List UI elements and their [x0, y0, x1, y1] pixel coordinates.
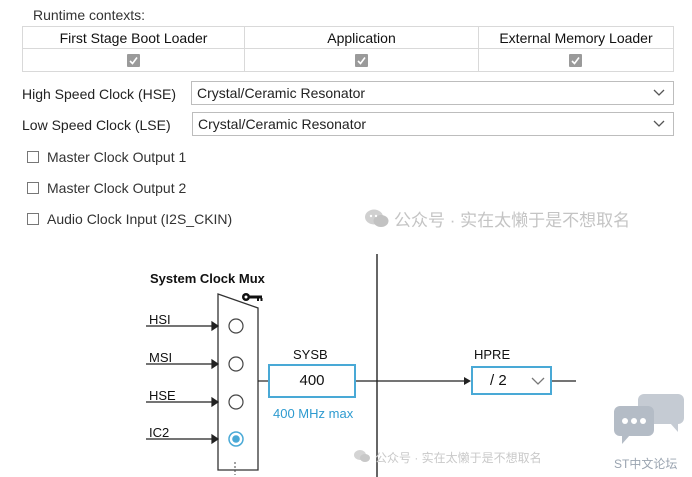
input-arrows [146, 320, 220, 445]
audio-clock-label: Audio Clock Input (I2S_CKIN) [47, 211, 233, 227]
mux-input-ic2: IC2 [149, 425, 170, 440]
mux-select-msi[interactable] [228, 356, 244, 372]
mux-radio-msi [228, 356, 244, 372]
chat-bubbles-icon [614, 394, 684, 444]
chevron-down-icon [653, 89, 665, 96]
runtime-col-header: First Stage Boot Loader [23, 27, 244, 49]
application-checkbox[interactable] [354, 54, 368, 67]
sysb-label: SYSB [293, 347, 328, 362]
mux-shape [217, 293, 259, 471]
mux-input-hse: HSE [149, 388, 176, 403]
hse-select-value: Crystal/Ceramic Resonator [197, 85, 366, 101]
mux-select-ic2[interactable] [228, 431, 244, 447]
ext-mem-loader-checkbox[interactable] [569, 54, 582, 67]
mco2-option[interactable]: Master Clock Output 2 [27, 180, 247, 198]
wechat-icon [364, 208, 390, 233]
mco1-option[interactable]: Master Clock Output 1 [27, 149, 247, 167]
hpre-label: HPRE [474, 347, 511, 362]
mux-radio-ic2-dot [232, 435, 240, 443]
mux-select-hse[interactable] [228, 394, 244, 410]
chevron-down-icon [531, 377, 545, 385]
mux-input-hsi: HSI [149, 312, 171, 327]
mux-select-hsi[interactable] [228, 318, 244, 334]
mux-input-msi: MSI [149, 350, 173, 365]
runtime-col-fsbl: First Stage Boot Loader [23, 27, 245, 71]
sysb-to-hpre-arrow [464, 377, 471, 385]
watermark-bottom-text: 公众号 · 实在太懒于是不想取名 [375, 451, 542, 465]
hse-label: High Speed Clock (HSE) [22, 86, 177, 102]
watermark-text: 公众号 · 实在太懒于是不想取名 [394, 211, 631, 230]
checkmark-icon [356, 57, 366, 65]
sysb-value-box[interactable]: 400 [268, 364, 356, 398]
runtime-contexts-title: Runtime contexts: [33, 7, 146, 23]
checkmark-icon [128, 57, 138, 65]
chevron-down-icon [653, 120, 665, 127]
sysb-max-note: 400 MHz max [273, 406, 354, 421]
runtime-contexts-table: First Stage Boot Loader Application Exte… [22, 26, 674, 72]
hpre-value: / 2 [490, 372, 507, 389]
runtime-col-application: Application [245, 27, 479, 71]
wechat-icon-small [353, 449, 371, 468]
runtime-col-header: External Memory Loader [479, 27, 673, 49]
audio-clock-checkbox[interactable] [27, 213, 39, 225]
mco2-label: Master Clock Output 2 [47, 180, 187, 196]
hse-select[interactable]: Crystal/Ceramic Resonator [191, 81, 674, 105]
fsbl-checkbox[interactable] [126, 54, 140, 67]
st-forum-logo-text: ST中文论坛 [614, 457, 678, 471]
mco1-label: Master Clock Output 1 [47, 149, 187, 165]
mux-title: System Clock Mux [150, 271, 265, 286]
lse-select-value: Crystal/Ceramic Resonator [198, 116, 367, 132]
checkmark-icon [571, 57, 580, 65]
hpre-select[interactable]: / 2 [471, 366, 552, 395]
mco2-checkbox[interactable] [27, 182, 39, 194]
mco1-checkbox[interactable] [27, 151, 39, 163]
mux-radio-hse [228, 394, 244, 410]
runtime-col-header: Application [245, 27, 478, 49]
lse-label: Low Speed Clock (LSE) [22, 117, 171, 133]
mux-radio-hsi [228, 318, 244, 334]
lse-select[interactable]: Crystal/Ceramic Resonator [192, 112, 674, 136]
audio-clock-option[interactable]: Audio Clock Input (I2S_CKIN) [27, 211, 267, 229]
runtime-col-ext-mem-loader: External Memory Loader [479, 27, 673, 71]
